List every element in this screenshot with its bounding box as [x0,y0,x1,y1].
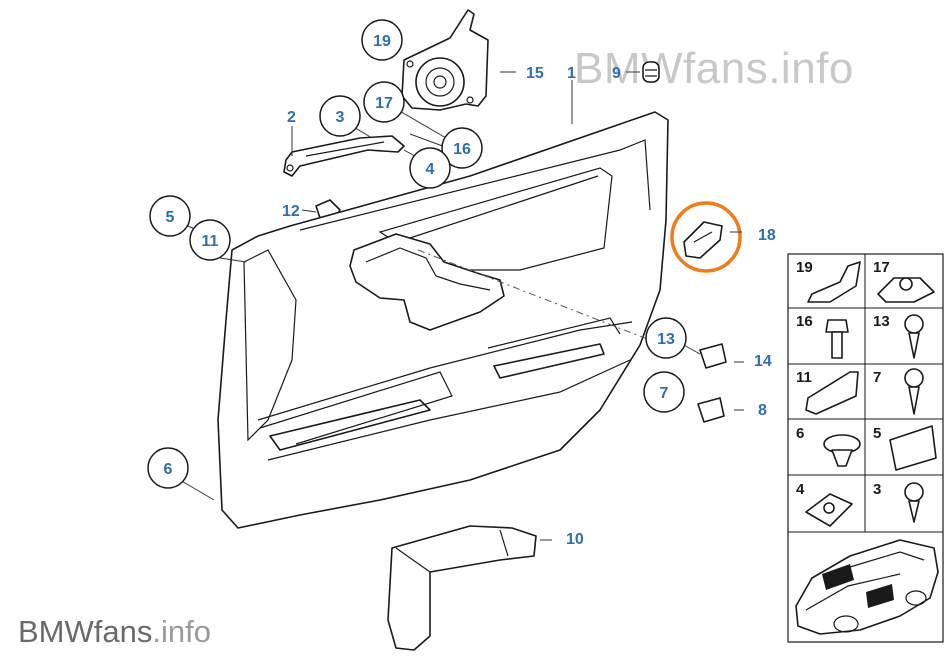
callout-8: 8 [758,402,767,419]
callout-13: 13 [645,317,687,359]
svg-text:13: 13 [657,331,675,348]
watermark-bottom-suffix: .info [152,614,211,649]
highlight-ring [670,201,742,273]
svg-text:4: 4 [796,481,805,498]
legend-cell-4: 4 [796,481,853,527]
svg-text:7: 7 [660,385,669,402]
callout-14: 14 [754,353,772,370]
callout-10: 10 [566,531,584,548]
svg-text:6: 6 [796,425,804,442]
pocket-10-part [387,525,537,651]
legend-cell-16: 16 [796,313,849,359]
callout-2: 2 [287,109,296,126]
callout-17: 17 [363,81,405,123]
legend-cell-17: 17 [873,259,935,303]
watermark-bottom-main: BMWfans [18,614,153,649]
callout-6: 6 [147,447,189,489]
reference-line [417,249,651,341]
svg-text:16: 16 [453,141,471,158]
cap-14-part [699,343,727,369]
callout-11: 11 [189,219,231,261]
legend-cell-11: 11 [796,369,859,415]
callout-5: 5 [149,195,191,237]
callout-1: 1 [567,65,576,82]
svg-text:13: 13 [873,313,890,330]
svg-text:6: 6 [164,461,173,478]
svg-text:5: 5 [873,425,881,442]
callout-19: 19 [361,19,403,61]
svg-text:7: 7 [873,369,881,386]
watermark-bottom: BMWfans.info [18,614,211,650]
callout-12: 12 [282,203,300,220]
legend-cell-6: 6 [796,425,861,467]
cap-8-part [697,397,725,423]
legend-grid: 19 17 16 13 11 7 6 [787,253,944,643]
svg-text:17: 17 [375,95,393,112]
callout-9: 9 [612,65,621,82]
svg-text:3: 3 [336,109,345,126]
svg-text:16: 16 [796,313,813,330]
svg-text:11: 11 [202,233,219,250]
svg-text:19: 19 [796,259,813,276]
legend-cell-19: 19 [796,259,861,303]
callout-18: 18 [758,227,776,244]
svg-text:4: 4 [426,161,435,178]
svg-text:11: 11 [796,369,812,386]
legend-cell-3: 3 [873,481,924,523]
callout-4: 4 [409,147,451,189]
cover-cap-18-part [670,201,742,273]
speaker-part [401,9,489,111]
bracket-part [283,135,405,177]
callout-3: 3 [319,95,361,137]
car-overview [795,539,939,635]
svg-text:5: 5 [166,209,175,226]
door-panel-part [217,111,669,529]
legend-cell-7: 7 [873,368,924,415]
legend-cell-5: 5 [873,425,937,471]
callout-15: 15 [526,65,544,82]
legend-cell-13: 13 [873,313,924,359]
svg-text:3: 3 [873,481,881,498]
watermark-top: BMWfans.info [574,44,854,93]
callout-7: 7 [643,371,685,413]
svg-text:19: 19 [373,33,391,50]
callout-16: 16 [441,127,483,169]
clip-9-part [642,61,660,83]
svg-text:17: 17 [873,259,890,276]
